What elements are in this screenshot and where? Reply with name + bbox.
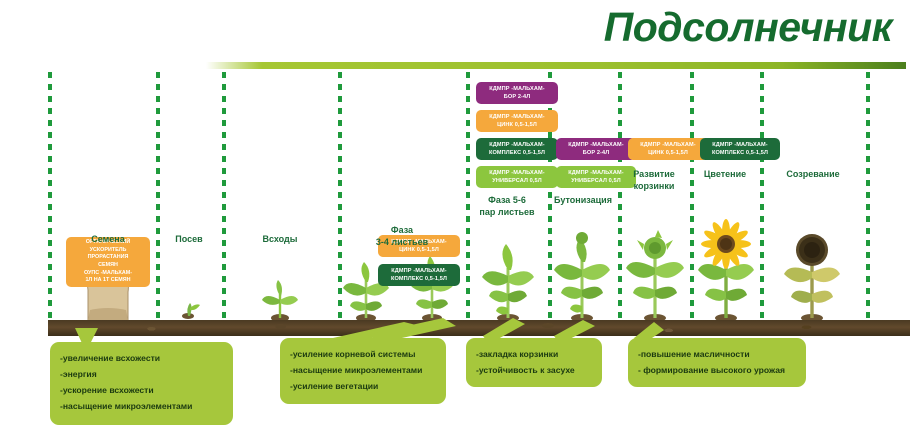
column-separator [618,72,622,322]
column-separator [466,72,470,322]
chip-line-2: УНИВЕРСАЛ 0,5Л [571,178,621,184]
product-chip-seed-accelerator[interactable]: ОРГАНИЧЕСКИЙ УСКОРИТЕЛЬ ПРОРАСТАНИЯ СЕМЯ… [66,237,150,287]
plant-flowering-sunflower [698,219,754,322]
title-rule-divider [206,62,906,69]
chip-line-2: КОМПЛЕКС 0,5-1,5Л [390,276,448,282]
callout-benefits-vegetation: -усиление корневой системы -насыщение ми… [280,338,446,404]
chip-line-1: КДМПР -МАЛЬХАМ- [391,239,447,245]
stage-label-razvitie-korzinki: Развитие корзинки [618,168,690,192]
chip-line-2: УНИВЕРСАЛ 0,5Л [492,178,542,184]
seed-chip-line: СЕМЯН [98,262,118,268]
chip-line-2: ЦИНК 0,5-1,5Л [497,122,537,128]
stage-label-text: Созревание [786,169,840,179]
seed-chip-line: ОУПС -МАЛЬХАМ- [83,269,133,276]
callout-item: -насыщение микроэлементами [60,401,193,411]
stage-label-text: Посев [175,234,203,244]
stage-label-sozrevanie: Созревание [760,168,866,180]
sunflower-head [701,219,751,269]
callout-item: -усиление вегетации [290,381,379,391]
product-chip-complex[interactable]: КДМПР -МАЛЬХАМ- КОМПЛЕКС 0,5-1,5Л [378,264,460,286]
chip-line-2: БОР 2-4Л [582,150,610,156]
callout-benefits-seed: -увеличение всхожести -энергия -ускорени… [50,342,233,425]
stage-label-text: Фаза [390,225,414,235]
stage-label-semena: Семена [66,233,150,245]
stage-label-butonizacia: Бутонизация [548,194,618,206]
stage-label-text: Всходы [262,234,298,244]
chip-line-1: КДМПР -МАЛЬХАМ- [568,142,624,148]
column-separator [760,72,764,322]
callout-benefits-head-formation: -закладка корзинки -устойчивость к засух… [466,338,602,387]
product-chip-universal[interactable]: КДМПР -МАЛЬХАМ- УНИВЕРСАЛ 0,5Л [556,166,636,188]
title-bar: Подсолнечник [0,0,910,72]
seed-chip-line: УСКОРИТЕЛЬ [89,246,127,253]
seed-chip-line: ПРОРАСТАНИЯ [87,254,129,261]
column-separator [866,72,870,322]
stage-label-faza-3-4: Фаза 3-4 листьев [338,224,466,248]
chip-line-1: КДМПР -МАЛЬХАМ- [489,170,545,176]
seed-chip-line: ОРГАНИЧЕСКИЙ [85,239,131,246]
chip-line-2: ЦИНК 0,5-1,5Л [399,247,439,253]
stage-label-text: Бутонизация [554,195,612,205]
chip-line-1: КДМПР -МАЛЬХАМ- [489,142,545,148]
plant-budding [554,232,610,322]
chip-line-2: ЦИНК 0,5-1,5Л [648,150,688,156]
stage-label-vshody: Всходы [222,233,338,245]
stage-label-text: Развитие [633,169,675,179]
crop-timeline-chart: ОРГАНИЧЕСКИЙ УСКОРИТЕЛЬ ПРОРАСТАНИЯ СЕМЯ… [0,72,910,441]
stage-label-text: пар листьев [479,207,535,217]
product-chip-complex[interactable]: КДМПР -МАЛЬХАМ- КОМПЛЕКС 0,5-1,5Л [700,138,780,160]
soil-strip [48,320,910,336]
stage-label-faza-5-6: Фаза 5-6 пар листьев [466,194,548,218]
chip-line-2: КОМПЛЕКС 0,5-1,5Л [488,150,546,156]
plant-5-6-leaf-pairs [482,244,534,322]
plant-illustrations [87,219,840,322]
callout-item: -насыщение микроэлементами [290,365,423,375]
page-title: Подсолнечник [603,4,893,50]
chip-line-1: КДМПР -МАЛЬХАМ- [391,268,447,274]
callout-item: - формирование высокого урожая [638,365,786,375]
product-chip-complex[interactable]: КДМПР -МАЛЬХАМ- КОМПЛЕКС 0,5-1,5Л [476,138,558,160]
column-separator [156,72,160,322]
callout-item: -повышение масличности [638,349,750,359]
chip-line-1: КДМПР -МАЛЬХАМ- [640,142,696,148]
column-separator [222,72,226,322]
plant-ripening-sunflower [784,234,840,322]
callout-item: -устойчивость к засухе [476,365,575,375]
column-separator [48,72,52,322]
product-chip-boron[interactable]: КДМПР -МАЛЬХАМ- БОР 2-4Л [556,138,636,160]
callout-leader-lines [75,318,664,352]
plant-developing-head [626,230,684,322]
chip-line-1: КДМПР -МАЛЬХАМ- [489,114,545,120]
chip-line-1: КДМПР -МАЛЬХАМ- [568,170,624,176]
ripe-head [796,234,828,266]
chip-line-1: КДМПР -МАЛЬХАМ- [712,142,768,148]
product-chip-universal[interactable]: КДМПР -МАЛЬХАМ- УНИВЕРСАЛ 0,5Л [476,166,558,188]
stage-label-text: 3-4 листьев [375,237,429,247]
chip-line-2: БОР 2-4Л [503,94,531,100]
stage-label-posev: Посев [156,233,222,245]
product-chip-zinc[interactable]: КДМПР -МАЛЬХАМ- ЦИНК 0,5-1,5Л [628,138,708,160]
callout-benefits-yield: -повышение масличности - формирование вы… [628,338,806,387]
chip-line-1: КДМПР -МАЛЬХАМ- [489,86,545,92]
stage-label-text: Цветение [703,169,747,179]
sown-seed-icon [182,303,200,319]
product-chip-zinc[interactable]: КДМПР -МАЛЬХАМ- ЦИНК 0,5-1,5Л [378,235,460,257]
product-chip-boron[interactable]: КДМПР -МАЛЬХАМ- БОР 2-4Л [476,82,558,104]
callout-item: -закладка корзинки [476,349,559,359]
callout-item: -ускорение всхожести [60,385,154,395]
stage-label-text: корзинки [633,181,675,191]
column-separator [338,72,342,322]
stage-label-cvetenie: Цветение [690,168,760,180]
product-chip-zinc[interactable]: КДМПР -МАЛЬХАМ- ЦИНК 0,5-1,5Л [476,110,558,132]
callout-item: -энергия [60,369,97,379]
chip-line-2: КОМПЛЕКС 0,5-1,5Л [711,150,769,156]
callout-item: -увеличение всхожести [60,353,161,363]
column-separator [548,72,552,322]
column-separator [690,72,694,322]
stage-label-text: Семена [91,234,125,244]
seed-chip-line: 1Л НА 1Т СЕМЯН [85,277,131,284]
callout-item: -усиление корневой системы [290,349,416,359]
stage-label-text: Фаза 5-6 [488,195,526,205]
